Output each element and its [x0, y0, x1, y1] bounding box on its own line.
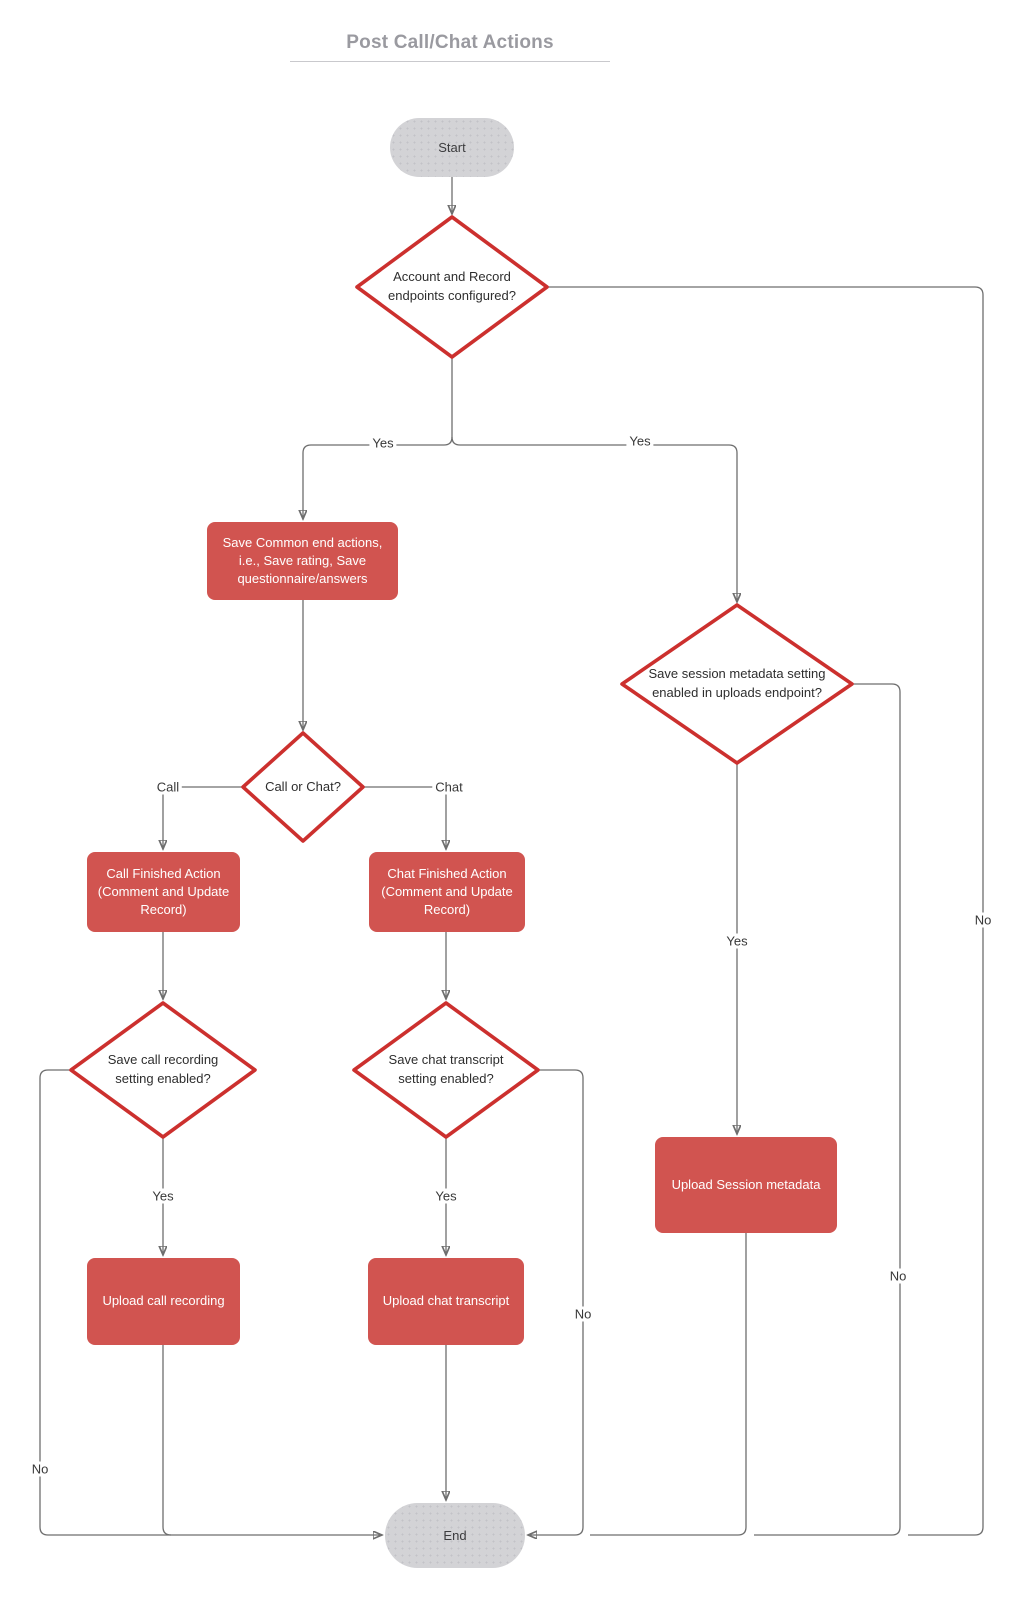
edge-label-call-recording-no: No [28, 1461, 52, 1477]
title-underline [290, 61, 610, 62]
node-end: End [385, 1503, 525, 1568]
edge-label-endpoints-no: No [971, 912, 995, 928]
edge-session-no [754, 683, 901, 1536]
node-decision-save-chat-transcript: Save chat transcript setting enabled? [349, 998, 543, 1142]
node-upload-session-metadata: Upload Session metadata [655, 1137, 837, 1233]
node-decision-save-session-metadata: Save session metadata setting enabled in… [617, 600, 857, 768]
edge-endpoints-no [547, 286, 984, 1536]
edge-label-chat-transcript-yes: Yes [432, 1188, 460, 1204]
node-save-common-actions: Save Common end actions, i.e., Save rati… [207, 522, 398, 600]
node-decision-endpoints-label: Account and Record endpoints configured? [388, 269, 516, 303]
edge-label-branch-call: Call [153, 779, 183, 795]
node-decision-save-call-recording-label: Save call recording setting enabled? [107, 1052, 219, 1086]
node-start-label: Start [438, 140, 466, 155]
node-end-label: End [443, 1528, 467, 1543]
edge-endpoints-yes-left [303, 436, 453, 519]
node-decision-call-or-chat-label: Call or Chat? [265, 778, 341, 794]
edge-uploadsession-to-end [590, 1233, 747, 1536]
edge-uploadcall-to-end [162, 1345, 382, 1535]
node-chat-finished-label: Chat Finished Action (Comment and Update… [381, 865, 513, 918]
node-upload-chat-transcript: Upload chat transcript [368, 1258, 524, 1345]
node-decision-endpoints-configured: Account and Record endpoints configured? [352, 212, 552, 362]
node-call-finished-label: Call Finished Action (Comment and Update… [97, 865, 230, 918]
edge-label-chat-transcript-no: No [571, 1306, 595, 1322]
node-upload-chat-transcript-label: Upload chat transcript [382, 1293, 510, 1309]
edge-label-endpoints-yes-right: Yes [626, 433, 654, 449]
node-upload-call-recording: Upload call recording [87, 1258, 240, 1345]
edge-endpoints-yes-right [451, 436, 737, 602]
node-upload-session-metadata-label: Upload Session metadata [671, 1176, 821, 1192]
node-chat-finished-action: Chat Finished Action (Comment and Update… [369, 852, 525, 932]
node-save-common-label: Save Common end actions, i.e., Save rati… [222, 534, 383, 587]
node-decision-save-chat-transcript-label: Save chat transcript setting enabled? [388, 1052, 504, 1086]
edge-label-call-recording-yes: Yes [149, 1188, 177, 1204]
edge-recording-no [39, 1069, 171, 1536]
node-decision-save-session-metadata-label: Save session metadata setting enabled in… [648, 666, 826, 700]
edge-label-session-metadata-yes: Yes [723, 933, 751, 949]
edge-label-session-metadata-no: No [886, 1268, 910, 1284]
edge-branch-call [163, 786, 243, 849]
edge-branch-chat [363, 786, 446, 849]
node-call-finished-action: Call Finished Action (Comment and Update… [87, 852, 240, 932]
diagram-title: Post Call/Chat Actions [346, 32, 554, 53]
node-decision-save-call-recording: Save call recording setting enabled? [66, 998, 260, 1142]
edge-label-branch-chat: Chat [432, 779, 466, 795]
node-start: Start [390, 118, 514, 177]
edge-transcript-no [528, 1069, 584, 1535]
node-upload-call-recording-label: Upload call recording [102, 1293, 225, 1309]
edge-label-endpoints-yes-left: Yes [369, 435, 397, 451]
node-decision-call-or-chat: Call or Chat? [238, 728, 368, 846]
